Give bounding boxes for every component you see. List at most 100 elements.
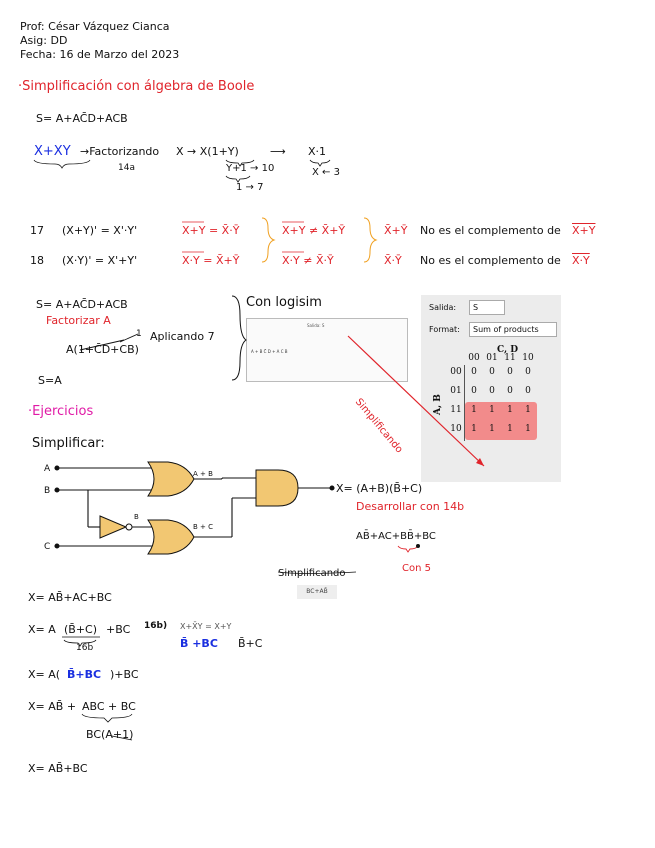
step2-b: (B̄+C) (64, 623, 98, 636)
and-gate (255, 469, 299, 507)
step2-c: +BC (106, 623, 131, 636)
rule17-num: 17 (30, 224, 44, 237)
circuit (54, 465, 335, 549)
rule18-eq: X·Y = X̄+Ȳ (182, 254, 240, 267)
simplified-result: BC+AB̄ (297, 585, 337, 599)
kmap-cell: 1 (489, 405, 495, 415)
kmap-row-header: 00 (450, 367, 462, 377)
simplificando2-arrow (277, 571, 357, 574)
kmap-cell: 0 (507, 367, 513, 377)
section1-arrow2: ⟶ (270, 145, 286, 158)
rule17-neq: X+Y ≠ X̄+Ȳ (282, 224, 346, 237)
section2-result: S=A (38, 374, 62, 387)
brace-rules-2 (363, 217, 378, 263)
rule18-note-a: X̄·Ȳ (384, 254, 402, 267)
kmap-panel: Salida: S Format: Sum of products C, D A… (421, 295, 561, 482)
header-fecha: Fecha: 16 de Marzo del 2023 (20, 48, 180, 61)
brace-14a (33, 159, 91, 169)
brace-step4 (81, 713, 133, 723)
kmap-cell: 1 (507, 424, 513, 434)
logisim-bar: Salida: S (307, 323, 325, 328)
or-gate-1 (147, 461, 195, 497)
brace-y1 (225, 175, 251, 183)
rule16b-blue: B̄ +BC (180, 637, 218, 650)
rule17-note-b: X+Y (572, 224, 596, 237)
or-gate-2 (147, 519, 195, 555)
gate-or2-label: B + C (193, 523, 214, 531)
section1-x3: X ← 3 (312, 167, 340, 178)
section2-step: A(1+C̄D+CB) (66, 343, 139, 356)
exercises-title: ·Ejercicios (28, 404, 94, 419)
brace-16b (63, 639, 97, 647)
strike-step (79, 339, 125, 351)
step4-a: X= AB̄ + (28, 700, 77, 713)
kmap-cell: 1 (525, 405, 531, 415)
kmap-col-header: 01 (486, 353, 498, 363)
kmap-col-header: 00 (468, 353, 480, 363)
input-b-label: B (44, 486, 51, 496)
kmap-cell: 0 (489, 386, 495, 396)
section2-expr: S= A+AC̄D+ACB (36, 298, 128, 311)
kmap-row-header: 11 (450, 405, 462, 415)
kmap-divider (464, 365, 465, 441)
rule17-lhs: (X+Y)' = X'·Y' (62, 224, 138, 237)
kmap-col-var: C, D (497, 345, 519, 355)
arrow-aplicando (119, 333, 139, 343)
section1-y1: Y+1 → 10 (226, 163, 275, 174)
kmap-cell: 1 (471, 424, 477, 434)
section1-step2: X·1 (308, 145, 327, 158)
step2-note: 16b (76, 643, 94, 653)
step4-b: ABC + BC (82, 700, 136, 713)
step3-c: )+BC (110, 668, 139, 681)
gate-not-label: B (134, 513, 139, 521)
node-out (329, 485, 335, 491)
kmap-cell: 0 (525, 386, 531, 396)
kmap-cell: 0 (471, 386, 477, 396)
rule17-note-a: X̄+Ȳ (384, 224, 408, 237)
rule18-note: No es el complemento de (420, 254, 561, 267)
rule16b-res: B̄+C (238, 637, 263, 650)
logisim-screenshot: Salida: S A + B C̄ D + A C B (246, 318, 408, 382)
exercises-simplificar: Simplificar: (32, 436, 105, 451)
section2-aplicando: Aplicando 7 (150, 330, 215, 343)
header-asig: Asig: DD (20, 34, 68, 47)
kmap-cell: 1 (471, 405, 477, 415)
section2-one: 1 (136, 329, 142, 339)
circuit-output: X= (A+B)(B̄+C) (336, 482, 423, 495)
rule18-num: 18 (30, 254, 44, 267)
section2-logisim: Con logisim (246, 295, 322, 310)
rule17-eq: X+Y = X̄·Ȳ (182, 224, 240, 237)
section1-step1: X → X(1+Y) (176, 145, 239, 158)
simplify-arrowhead (476, 458, 484, 466)
step5: X= AB̄+BC (28, 762, 88, 775)
step3-a: X= A( (28, 668, 61, 681)
kmap-cell: 0 (471, 367, 477, 377)
section1-lhs: X+XY (34, 144, 71, 159)
kmap-cell: 1 (489, 424, 495, 434)
kmap-row-header: 10 (450, 424, 462, 434)
expanded-expr: AB̄+AC+BB̄+BC (356, 531, 436, 542)
gate-or1-label: A + B (193, 470, 213, 478)
rule16b-expr: X+X̄Y = X+Y (180, 622, 232, 631)
kmap-col-header: 11 (504, 353, 516, 363)
section1-title: ·Simplificación con álgebra de Boole (18, 79, 255, 94)
logisim-expr: A + B C̄ D + A C B (251, 349, 288, 354)
step3-b: B̄+BC (67, 668, 102, 681)
salida-select[interactable]: S (469, 300, 505, 315)
kmap-cell: 0 (507, 386, 513, 396)
rule16b: 16b) (144, 621, 168, 631)
section1-arrow: →Factorizando (80, 145, 160, 158)
rule18-lhs: (X·Y)' = X'+Y' (62, 254, 138, 267)
not-gate (99, 515, 128, 539)
simplify-arrow (347, 335, 485, 467)
format-label: Format: (429, 325, 460, 334)
format-select[interactable]: Sum of products (469, 322, 557, 337)
not-bubble (125, 523, 133, 531)
section1-expr: S= A+AC̄D+ACB (36, 112, 128, 125)
brace-1y (225, 159, 255, 167)
desarrollar-label: Desarrollar con 14b (356, 500, 465, 513)
input-a-label: A (44, 464, 51, 474)
kmap-cell: 1 (507, 405, 513, 415)
brace-con5 (397, 545, 419, 553)
